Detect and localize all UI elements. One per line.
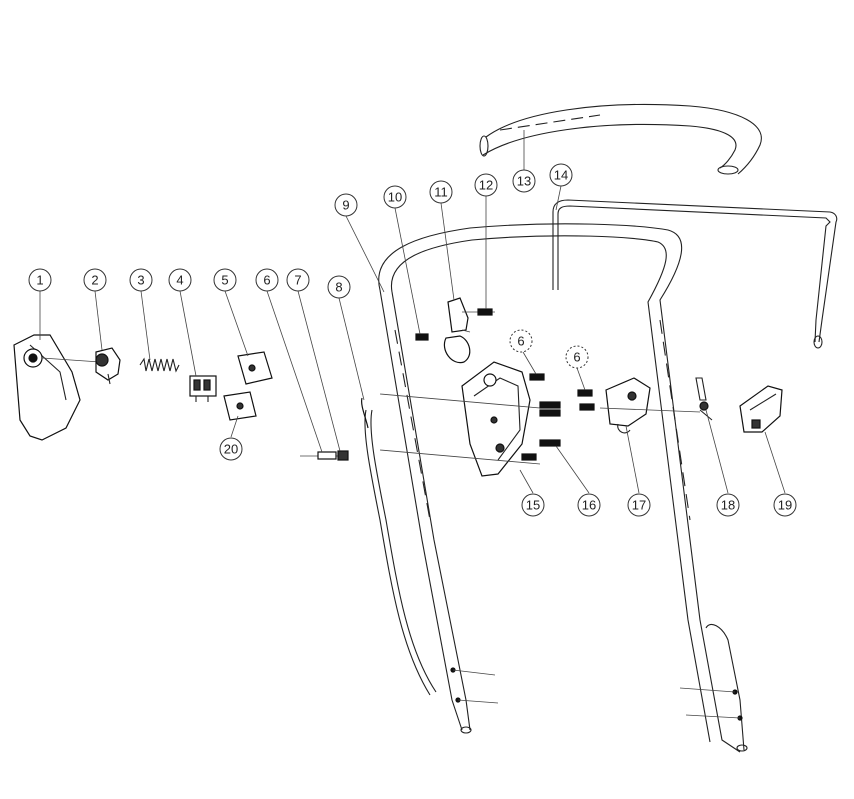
callout-12: 12: [474, 173, 498, 197]
callout-2: 2: [83, 268, 107, 292]
svg-text:8: 8: [335, 280, 342, 295]
svg-text:6: 6: [573, 350, 580, 365]
callout-6-b: 6: [509, 329, 533, 353]
callout-3: 3: [129, 268, 153, 292]
callout-16: 16: [577, 493, 601, 517]
callout-7: 7: [286, 268, 310, 292]
svg-text:15: 15: [526, 498, 540, 513]
callout-6-c: 6: [565, 345, 589, 369]
callout-19: 19: [773, 493, 797, 517]
part-1-housing-cover: [13, 334, 101, 441]
svg-text:5: 5: [221, 273, 228, 288]
part-14-bail-wire: [552, 199, 838, 349]
svg-text:17: 17: [632, 498, 646, 513]
part-15-lever-housing: [379, 361, 541, 477]
part-2-bushing: [95, 347, 121, 385]
svg-text:1: 1: [36, 273, 43, 288]
svg-text:10: 10: [388, 190, 402, 205]
part-13-top-grip: [479, 103, 762, 175]
part-5-upper-plate: [237, 351, 273, 385]
part-4-switch-block: [189, 375, 217, 402]
leader-lines: [39, 130, 786, 494]
svg-text:20: 20: [224, 442, 238, 457]
part-8-cable: [361, 397, 437, 696]
svg-text:13: 13: [517, 174, 531, 189]
part-19-lever: [739, 385, 783, 433]
callout-1: 1: [28, 268, 52, 292]
part-11-clip: [443, 297, 471, 364]
callout-11: 11: [429, 180, 453, 204]
svg-text:6: 6: [263, 273, 270, 288]
part-3-spring: [139, 357, 180, 373]
part-18-spring-pin: [695, 377, 713, 421]
svg-text:19: 19: [778, 498, 792, 513]
callout-5: 5: [213, 268, 237, 292]
svg-text:9: 9: [342, 198, 349, 213]
part-17-bracket: [599, 377, 701, 434]
callout-8: 8: [327, 275, 351, 299]
part-7-screw-nut: [300, 450, 349, 461]
svg-text:6: 6: [517, 334, 524, 349]
svg-text:16: 16: [582, 498, 596, 513]
callout-10: 10: [383, 185, 407, 209]
svg-text:3: 3: [137, 273, 144, 288]
svg-text:7: 7: [294, 273, 301, 288]
callout-4: 4: [168, 268, 192, 292]
svg-text:4: 4: [176, 273, 183, 288]
callout-13: 13: [512, 169, 536, 193]
callout-14: 14: [549, 163, 573, 187]
svg-text:12: 12: [479, 178, 493, 193]
part-16-screws: [521, 373, 595, 461]
callout-6-a: 6: [255, 268, 279, 292]
svg-text:18: 18: [721, 498, 735, 513]
callout-17: 17: [627, 493, 651, 517]
svg-text:14: 14: [554, 168, 568, 183]
callout-9: 9: [334, 193, 358, 217]
part-12-screw: [462, 308, 495, 316]
callout-18: 18: [716, 493, 740, 517]
part-20-lower-plate: [223, 391, 257, 421]
callout-20: 20: [219, 437, 243, 461]
svg-text:11: 11: [434, 185, 448, 200]
callout-15: 15: [521, 493, 545, 517]
part-10-pin: [415, 333, 429, 341]
part-9-handle-tube: [378, 223, 748, 753]
svg-text:2: 2: [91, 273, 98, 288]
